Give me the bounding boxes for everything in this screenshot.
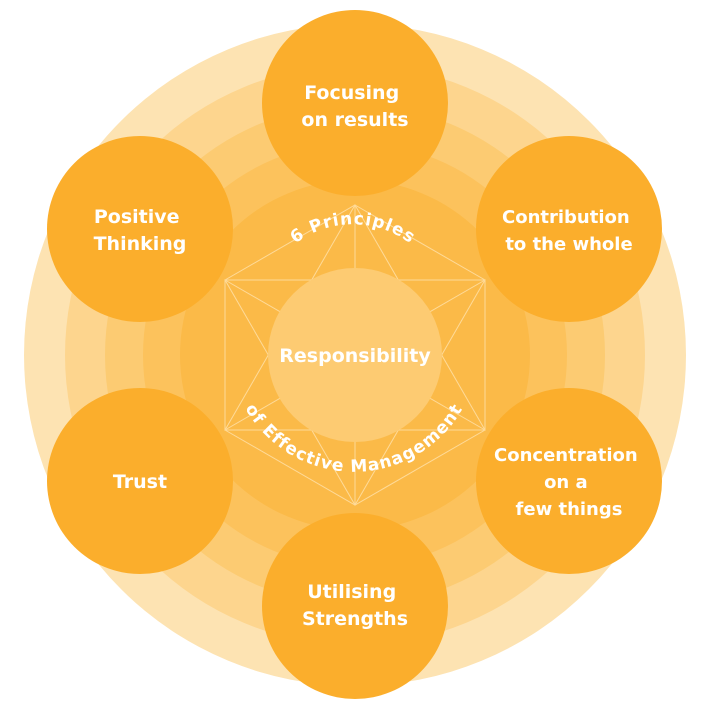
principle-label-line: Thinking	[94, 233, 187, 255]
principle-label-line: Strengths	[302, 608, 408, 630]
principle-node-concentration: Concentration on a few things	[476, 388, 662, 574]
center-label: Responsibility	[279, 345, 431, 367]
principle-circle	[476, 136, 662, 322]
principle-label: Contribution to the whole	[502, 207, 636, 255]
principle-node-focusing: Focusing on results	[262, 10, 448, 196]
principle-circle	[47, 388, 233, 574]
principle-circle	[262, 513, 448, 699]
principle-label-line: few things	[516, 499, 623, 520]
principle-label-line: Utilising	[307, 581, 396, 603]
principle-label: Trust	[113, 471, 167, 493]
principle-circle	[262, 10, 448, 196]
principle-label-line: Trust	[113, 471, 167, 493]
principle-label-line: Positive	[94, 206, 180, 228]
principle-node-positive: Positive Thinking	[47, 136, 233, 322]
principle-node-trust: Trust	[47, 388, 233, 574]
principle-label-line: Concentration	[494, 445, 638, 466]
principle-label-line: Contribution	[502, 207, 630, 228]
principle-label-line: on a	[544, 472, 588, 493]
principle-node-utilising: Utilising Strengths	[262, 513, 448, 699]
principle-label: Focusing on results	[301, 82, 408, 131]
center-circle	[268, 268, 442, 442]
principle-label: Positive Thinking	[94, 206, 187, 255]
principle-circle	[47, 136, 233, 322]
principle-circle	[476, 388, 662, 574]
principle-node-contribution: Contribution to the whole	[476, 136, 662, 322]
principle-label-line: Focusing	[304, 82, 399, 104]
principle-label-line: to the whole	[505, 234, 632, 255]
principle-label-line: on results	[301, 109, 408, 131]
principle-label: Concentration on a few things	[494, 445, 644, 520]
principle-label: Utilising Strengths	[302, 581, 408, 630]
